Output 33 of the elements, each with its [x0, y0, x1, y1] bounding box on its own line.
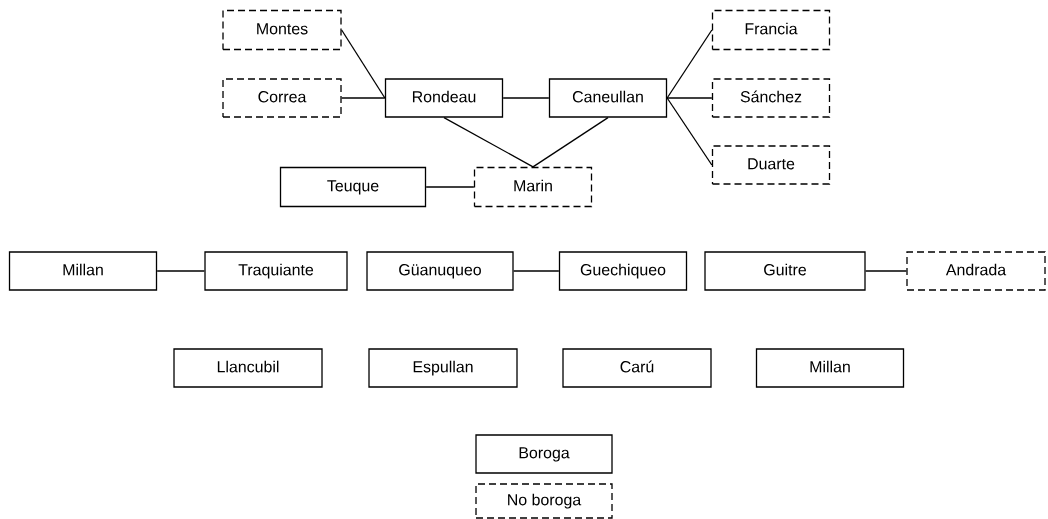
connector-line	[532, 117, 609, 168]
name-box: Teuque	[279, 166, 427, 208]
dashed-box: Correa	[222, 78, 342, 118]
name-box: Caneullan	[548, 78, 668, 118]
name-box: Guitre	[704, 251, 866, 291]
name-box: Güanuqueo	[366, 251, 514, 291]
name-box: Traquiante	[204, 251, 348, 291]
name-box: Espullan	[368, 348, 518, 388]
dashed-box: Sánchez	[711, 78, 831, 118]
connector-line	[865, 270, 907, 272]
connector-line	[666, 29, 713, 99]
connector-line	[443, 117, 534, 168]
connector-line	[502, 97, 550, 99]
name-box: Millan	[8, 251, 158, 291]
dashed-box: Montes	[222, 9, 342, 51]
legend-entry: Boroga	[475, 434, 613, 474]
name-box: Rondeau	[384, 78, 504, 118]
connector-line	[513, 270, 560, 272]
dashed-box: Duarte	[711, 145, 831, 185]
connector-line	[341, 29, 386, 99]
dashed-box: Marin	[473, 166, 593, 208]
name-box: Millan	[755, 348, 905, 388]
connector-line	[425, 186, 475, 188]
name-box: Llancubil	[173, 348, 323, 388]
connector-line	[666, 97, 713, 99]
connector-line	[666, 97, 713, 166]
legend-entry: No boroga	[475, 483, 613, 519]
name-box: Guechiqueo	[558, 251, 688, 291]
name-box: Carú	[562, 348, 712, 388]
dashed-box: Andrada	[906, 251, 1046, 291]
dashed-box: Francia	[711, 9, 831, 51]
connector-line	[156, 270, 205, 272]
connector-line	[341, 97, 386, 99]
